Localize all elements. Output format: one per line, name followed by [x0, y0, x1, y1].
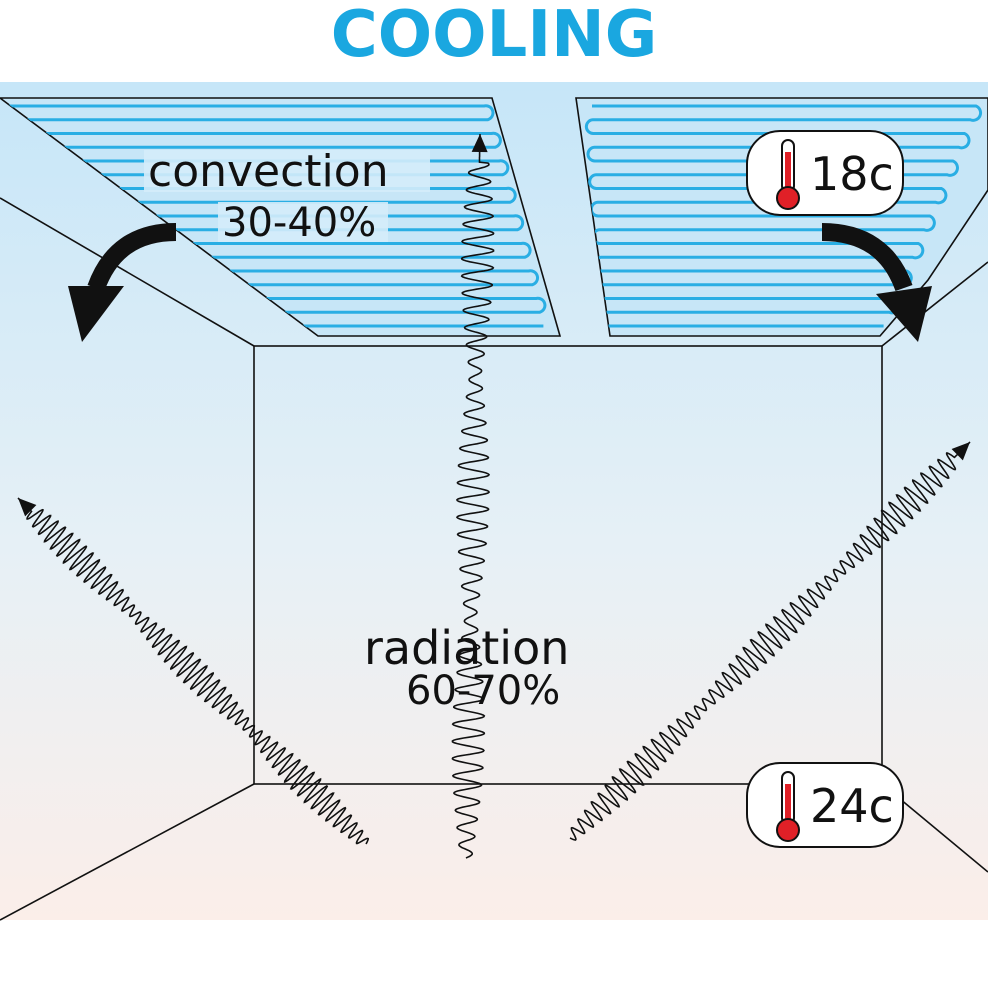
convection-share-backdrop [218, 202, 388, 242]
floor-temperature-badge: 24c [746, 762, 904, 848]
floor-temperature-value: 24c [810, 779, 894, 833]
convection-share: 30-40% [222, 200, 377, 246]
arrowhead-icon [18, 498, 37, 517]
radiation-wave-icon [451, 134, 495, 859]
ceiling-temperature-badge: 18c [746, 130, 904, 216]
radiation-label: radiation [364, 621, 570, 675]
thermometer-icon [776, 771, 800, 842]
radiation-wave-icon [569, 441, 971, 841]
ceiling-temperature-value: 18c [810, 147, 894, 201]
convection-arrow-right-icon [821, 223, 932, 342]
radiation-share: 60-70% [406, 668, 561, 714]
thermometer-icon [776, 139, 800, 210]
convection-arrow-left-icon [68, 223, 177, 342]
room-edges [0, 197, 988, 921]
radiation-wave-icon [17, 497, 370, 845]
convection-label: convection [148, 146, 389, 197]
convection-label-backdrop [144, 150, 430, 192]
page-title: COOLING [330, 0, 658, 72]
radiation-waves [17, 134, 971, 859]
arrowhead-icon [471, 134, 488, 153]
arrowhead-icon [951, 442, 970, 461]
radiation-arrowheads [18, 134, 970, 517]
